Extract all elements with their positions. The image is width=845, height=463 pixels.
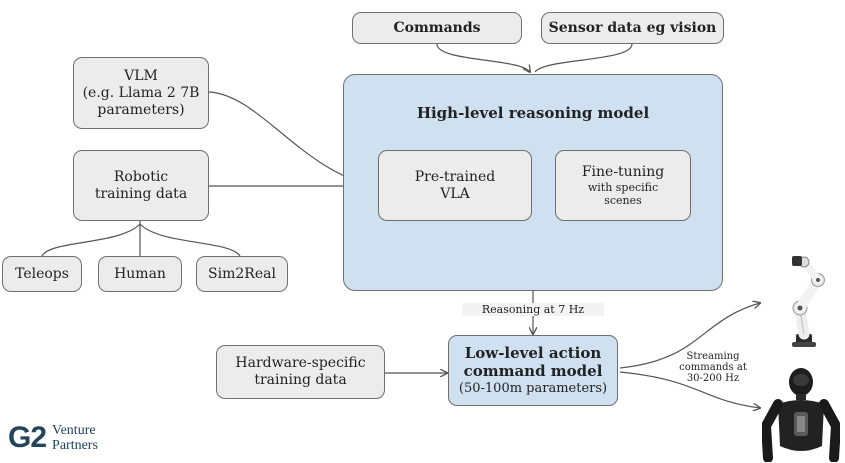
- arrow-to-arm: [619, 303, 760, 369]
- vlm-line1: VLM: [124, 67, 158, 84]
- hardware-data-box: Hardware-specific training data: [216, 345, 385, 399]
- reasoning-rate-label: Reasoning at 7 Hz: [462, 303, 604, 316]
- arrow-sensor: [534, 43, 633, 73]
- vlm-box: VLM (e.g. Llama 2 7B parameters): [73, 57, 209, 129]
- hardware-line1: Hardware-specific: [235, 355, 366, 371]
- humanoid-robot-icon: [762, 368, 840, 462]
- tree-left: [41, 223, 141, 257]
- logo-line1: Venture: [52, 423, 96, 438]
- hardware-line2: training data: [254, 372, 347, 388]
- source-sim2real: Sim2Real: [196, 256, 288, 292]
- g2-logo: G2 Venture Partners: [8, 422, 98, 454]
- pretrained-line1: Pre-trained: [414, 168, 496, 185]
- streaming-line2: commands at: [679, 362, 747, 373]
- source-label: Sim2Real: [208, 265, 276, 282]
- source-teleops: Teleops: [2, 256, 82, 292]
- pretrained-vla-box: Pre-trained VLA: [378, 150, 532, 221]
- sensor-label: Sensor data eg vision: [548, 19, 717, 36]
- streaming-line3: 30-200 Hz: [686, 373, 740, 384]
- vlm-line2: (e.g. Llama 2 7B: [82, 84, 200, 101]
- source-label: Teleops: [15, 265, 69, 282]
- logo-name: Venture Partners: [52, 423, 98, 453]
- finetune-line2: with specific: [587, 181, 659, 194]
- finetune-line3: scenes: [604, 194, 642, 207]
- robotic-line1: Robotic: [113, 168, 169, 185]
- logo-mark: G2: [8, 421, 47, 454]
- logo-line2: Partners: [52, 438, 98, 453]
- low-level-line1: Low-level action: [464, 344, 602, 362]
- robotic-line2: training data: [94, 185, 188, 202]
- arrow-to-humanoid: [619, 371, 760, 408]
- pretrained-line2: VLA: [440, 185, 470, 202]
- high-level-title: High-level reasoning model: [416, 104, 650, 122]
- sensor-box: Sensor data eg vision: [541, 12, 724, 44]
- low-level-model-box: Low-level action command model (50-100m …: [448, 335, 618, 406]
- vlm-line3: parameters): [97, 101, 185, 118]
- source-human: Human: [98, 256, 182, 292]
- robotic-data-box: Robotic training data: [73, 150, 209, 221]
- commands-box: Commands: [352, 12, 522, 44]
- arrow-commands: [436, 43, 530, 72]
- low-level-line2: command model: [463, 362, 603, 380]
- streaming-line1: Streaming: [686, 351, 740, 362]
- low-level-line3: (50-100m parameters): [458, 381, 608, 396]
- commands-label: Commands: [393, 19, 481, 36]
- robot-arm-icon: [792, 256, 825, 347]
- source-label: Human: [114, 265, 166, 282]
- streaming-label: Streaming commands at 30-200 Hz: [668, 351, 758, 384]
- finetuning-box: Fine-tuning with specific scenes: [555, 150, 691, 221]
- tree-right: [139, 223, 241, 257]
- finetune-title: Fine-tuning: [581, 164, 665, 180]
